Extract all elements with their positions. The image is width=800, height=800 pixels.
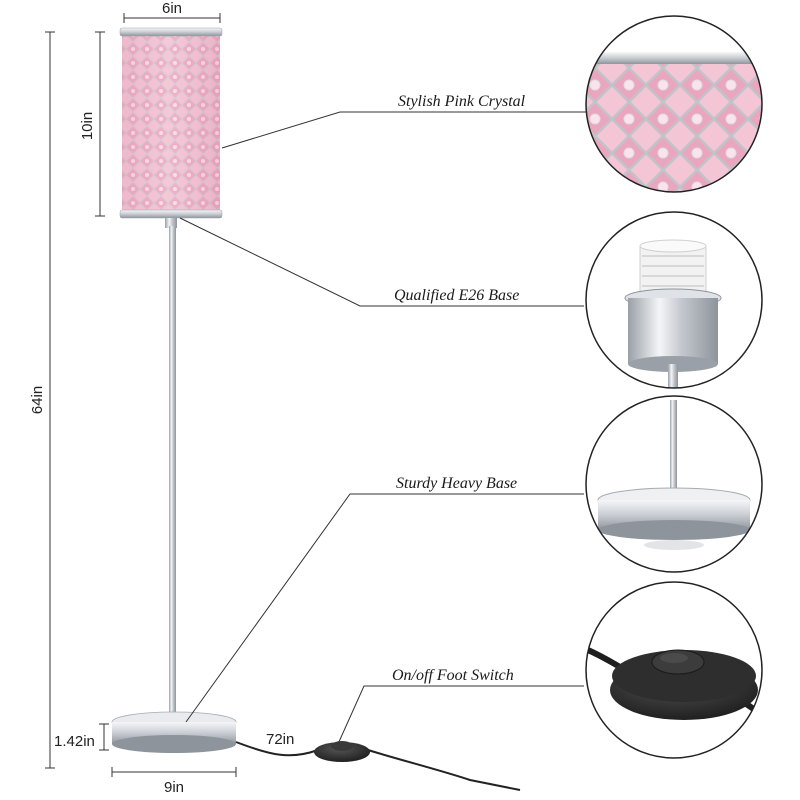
foot-switch-closeup-icon bbox=[585, 581, 763, 759]
dim-cord-length: 72in bbox=[266, 731, 294, 748]
dimension-lines bbox=[45, 13, 237, 777]
feature-label-base: Sturdy Heavy Base bbox=[396, 475, 517, 492]
lamp-base bbox=[111, 711, 237, 753]
feature-label-e26: Qualified E26 Base bbox=[394, 287, 519, 304]
foot-switch bbox=[314, 741, 370, 762]
floor-lamp bbox=[111, 27, 521, 791]
e26-socket-closeup-icon bbox=[585, 211, 763, 389]
crystal-shade-closeup-icon bbox=[585, 15, 763, 193]
dim-base-height: 1.42in bbox=[54, 733, 95, 750]
heavy-base-closeup-icon bbox=[585, 395, 763, 573]
lamp-pole bbox=[169, 226, 176, 718]
dim-shade-height: 10in bbox=[79, 112, 96, 140]
power-cord bbox=[235, 741, 319, 757]
dim-shade-width: 6in bbox=[162, 0, 182, 17]
feature-label-crystal: Stylish Pink Crystal bbox=[398, 93, 526, 110]
callout-lines bbox=[179, 111, 586, 745]
feature-label-switch: On/off Foot Switch bbox=[392, 667, 514, 684]
dim-total-height: 64in bbox=[29, 386, 46, 414]
dim-base-width: 9in bbox=[164, 779, 184, 796]
crystal-shade bbox=[119, 27, 223, 219]
